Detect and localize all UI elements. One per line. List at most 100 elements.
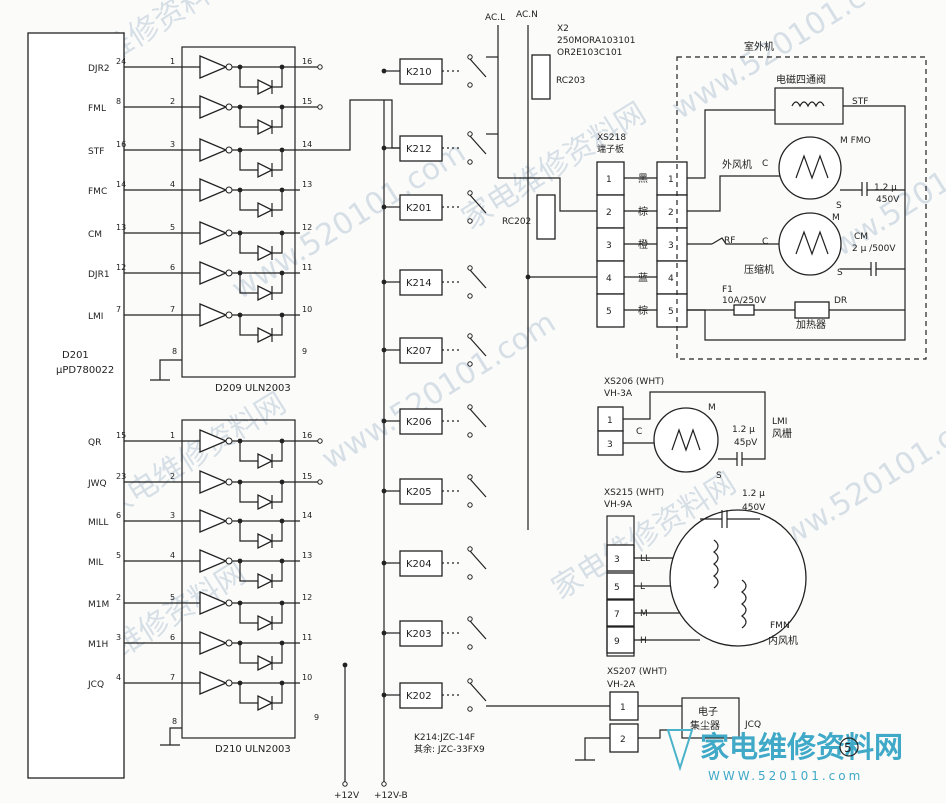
xs218-ref: XS218 <box>597 133 626 143</box>
wire <box>638 729 682 739</box>
relay-label: K207 <box>406 346 432 357</box>
inverter-bubble-icon <box>225 478 233 486</box>
outdoor-terminal-number: 2 <box>668 208 674 218</box>
diode-icon <box>257 694 274 712</box>
page-number-circle <box>839 737 859 757</box>
tap-label: L <box>640 582 645 592</box>
buffer-icon <box>199 303 228 327</box>
relay-label: K206 <box>406 417 432 428</box>
xs207-pin-number: 2 <box>620 735 626 745</box>
mcu-ref: D201 <box>62 350 89 361</box>
driver-out-pin: 14 <box>302 140 312 149</box>
outdoor-terminal-number: 1 <box>668 175 674 185</box>
watermark-layer: 家电维修资料网www.520101.com家电维修资料网www.520101.c… <box>46 0 946 697</box>
xs218-sub: 端子板 <box>597 143 624 155</box>
relay-label: K203 <box>406 629 432 640</box>
wire <box>623 391 766 430</box>
mcu-pin-name: CM <box>88 230 102 240</box>
relay-label: K202 <box>406 691 432 702</box>
driver-in-pin: 7 <box>170 673 175 682</box>
xs218-pin <box>596 293 625 328</box>
rail-12v-label: +12V <box>334 791 360 801</box>
xs215-body <box>606 515 635 657</box>
open-terminal <box>317 64 323 70</box>
mcu-pin-number: 16 <box>116 140 126 149</box>
fan-cap-v: 450V <box>876 195 900 205</box>
xs215-pin <box>606 599 635 627</box>
mcu-pin-number: 6 <box>116 511 121 520</box>
driver-in-pin: 4 <box>170 180 175 189</box>
rc203-label: RC203 <box>556 76 585 86</box>
diode-wire <box>239 273 258 294</box>
relay-label: K210 <box>406 67 432 78</box>
xs207-group: 12 <box>486 691 682 761</box>
open-terminal <box>467 678 473 684</box>
diode-wire <box>272 107 283 128</box>
wire <box>742 430 766 460</box>
gnd-pin: 8 <box>172 717 177 726</box>
open-terminal <box>317 104 323 110</box>
driver-in-pin: 2 <box>170 97 175 106</box>
diode-icon <box>257 78 274 96</box>
driver-d210 <box>181 419 296 739</box>
relay-coil-k202 <box>399 682 443 709</box>
xs215-pin <box>606 572 635 600</box>
junction-dot <box>237 680 243 686</box>
inverter-bubble-icon <box>225 146 233 154</box>
driver-out-pin: 10 <box>302 673 312 682</box>
driver-in-pin: 6 <box>170 633 175 642</box>
inverter-bubble-icon <box>225 599 233 607</box>
xs215-pin <box>606 544 635 572</box>
fuse-icon <box>733 304 755 316</box>
buffer-icon <box>199 221 228 245</box>
open-terminal <box>467 706 473 712</box>
acn-label: AC.N <box>516 10 538 20</box>
open-terminal <box>467 159 473 165</box>
xs206-pin-number: 3 <box>607 440 613 450</box>
junction-dot <box>237 312 243 318</box>
valve-coil-icon <box>791 101 825 108</box>
open-terminal <box>467 474 473 480</box>
diode-wire <box>272 482 283 503</box>
mcu-pin-name: LMI <box>88 312 103 322</box>
mcu-pin-name: MIL <box>88 558 103 568</box>
fan-cap-label: 1.2 μ <box>874 183 897 193</box>
open-terminal <box>467 265 473 271</box>
fmn-label: FMN <box>770 621 790 631</box>
x2-line1: 250MORA103101 <box>557 36 635 46</box>
inverter-bubble-icon <box>225 229 233 237</box>
junction-dot <box>237 187 243 193</box>
junction-dot <box>237 640 243 646</box>
watermark-text: www.520101.com <box>666 0 912 127</box>
inverter-bubble-icon <box>225 437 233 445</box>
junction-dot <box>237 438 243 444</box>
driver-out-pin: 13 <box>302 180 312 189</box>
open-terminal <box>467 293 473 299</box>
mcu-pin-number: 13 <box>116 223 126 232</box>
relay-label: K214 <box>406 278 432 289</box>
tap-label: H <box>640 636 647 646</box>
junction-dot <box>237 518 243 524</box>
mcu-pin-name: FMC <box>88 187 107 197</box>
open-terminal <box>467 574 473 580</box>
relay-coil-k201 <box>399 194 443 221</box>
inverter-bubble-icon <box>225 679 233 687</box>
fmn-cn-label: 内风机 <box>768 634 798 647</box>
outdoor-title: 室外机 <box>744 40 774 53</box>
relay-label: K201 <box>406 203 432 214</box>
diode-wire <box>239 441 258 462</box>
xs215-pin-number: 9 <box>614 637 620 647</box>
diode-wire <box>239 67 258 88</box>
outdoor-terminal <box>656 161 688 196</box>
rf-protector-icon <box>711 237 735 245</box>
relay-contact <box>469 135 487 155</box>
diode-wire <box>239 683 258 704</box>
diode-icon <box>257 284 274 302</box>
xs206-cap: 1.2 μ <box>732 425 755 435</box>
terminal-c: C <box>762 159 768 169</box>
gnd-wire <box>159 359 182 380</box>
junction-dot <box>237 147 243 153</box>
driver-in-pin: 1 <box>170 57 175 66</box>
